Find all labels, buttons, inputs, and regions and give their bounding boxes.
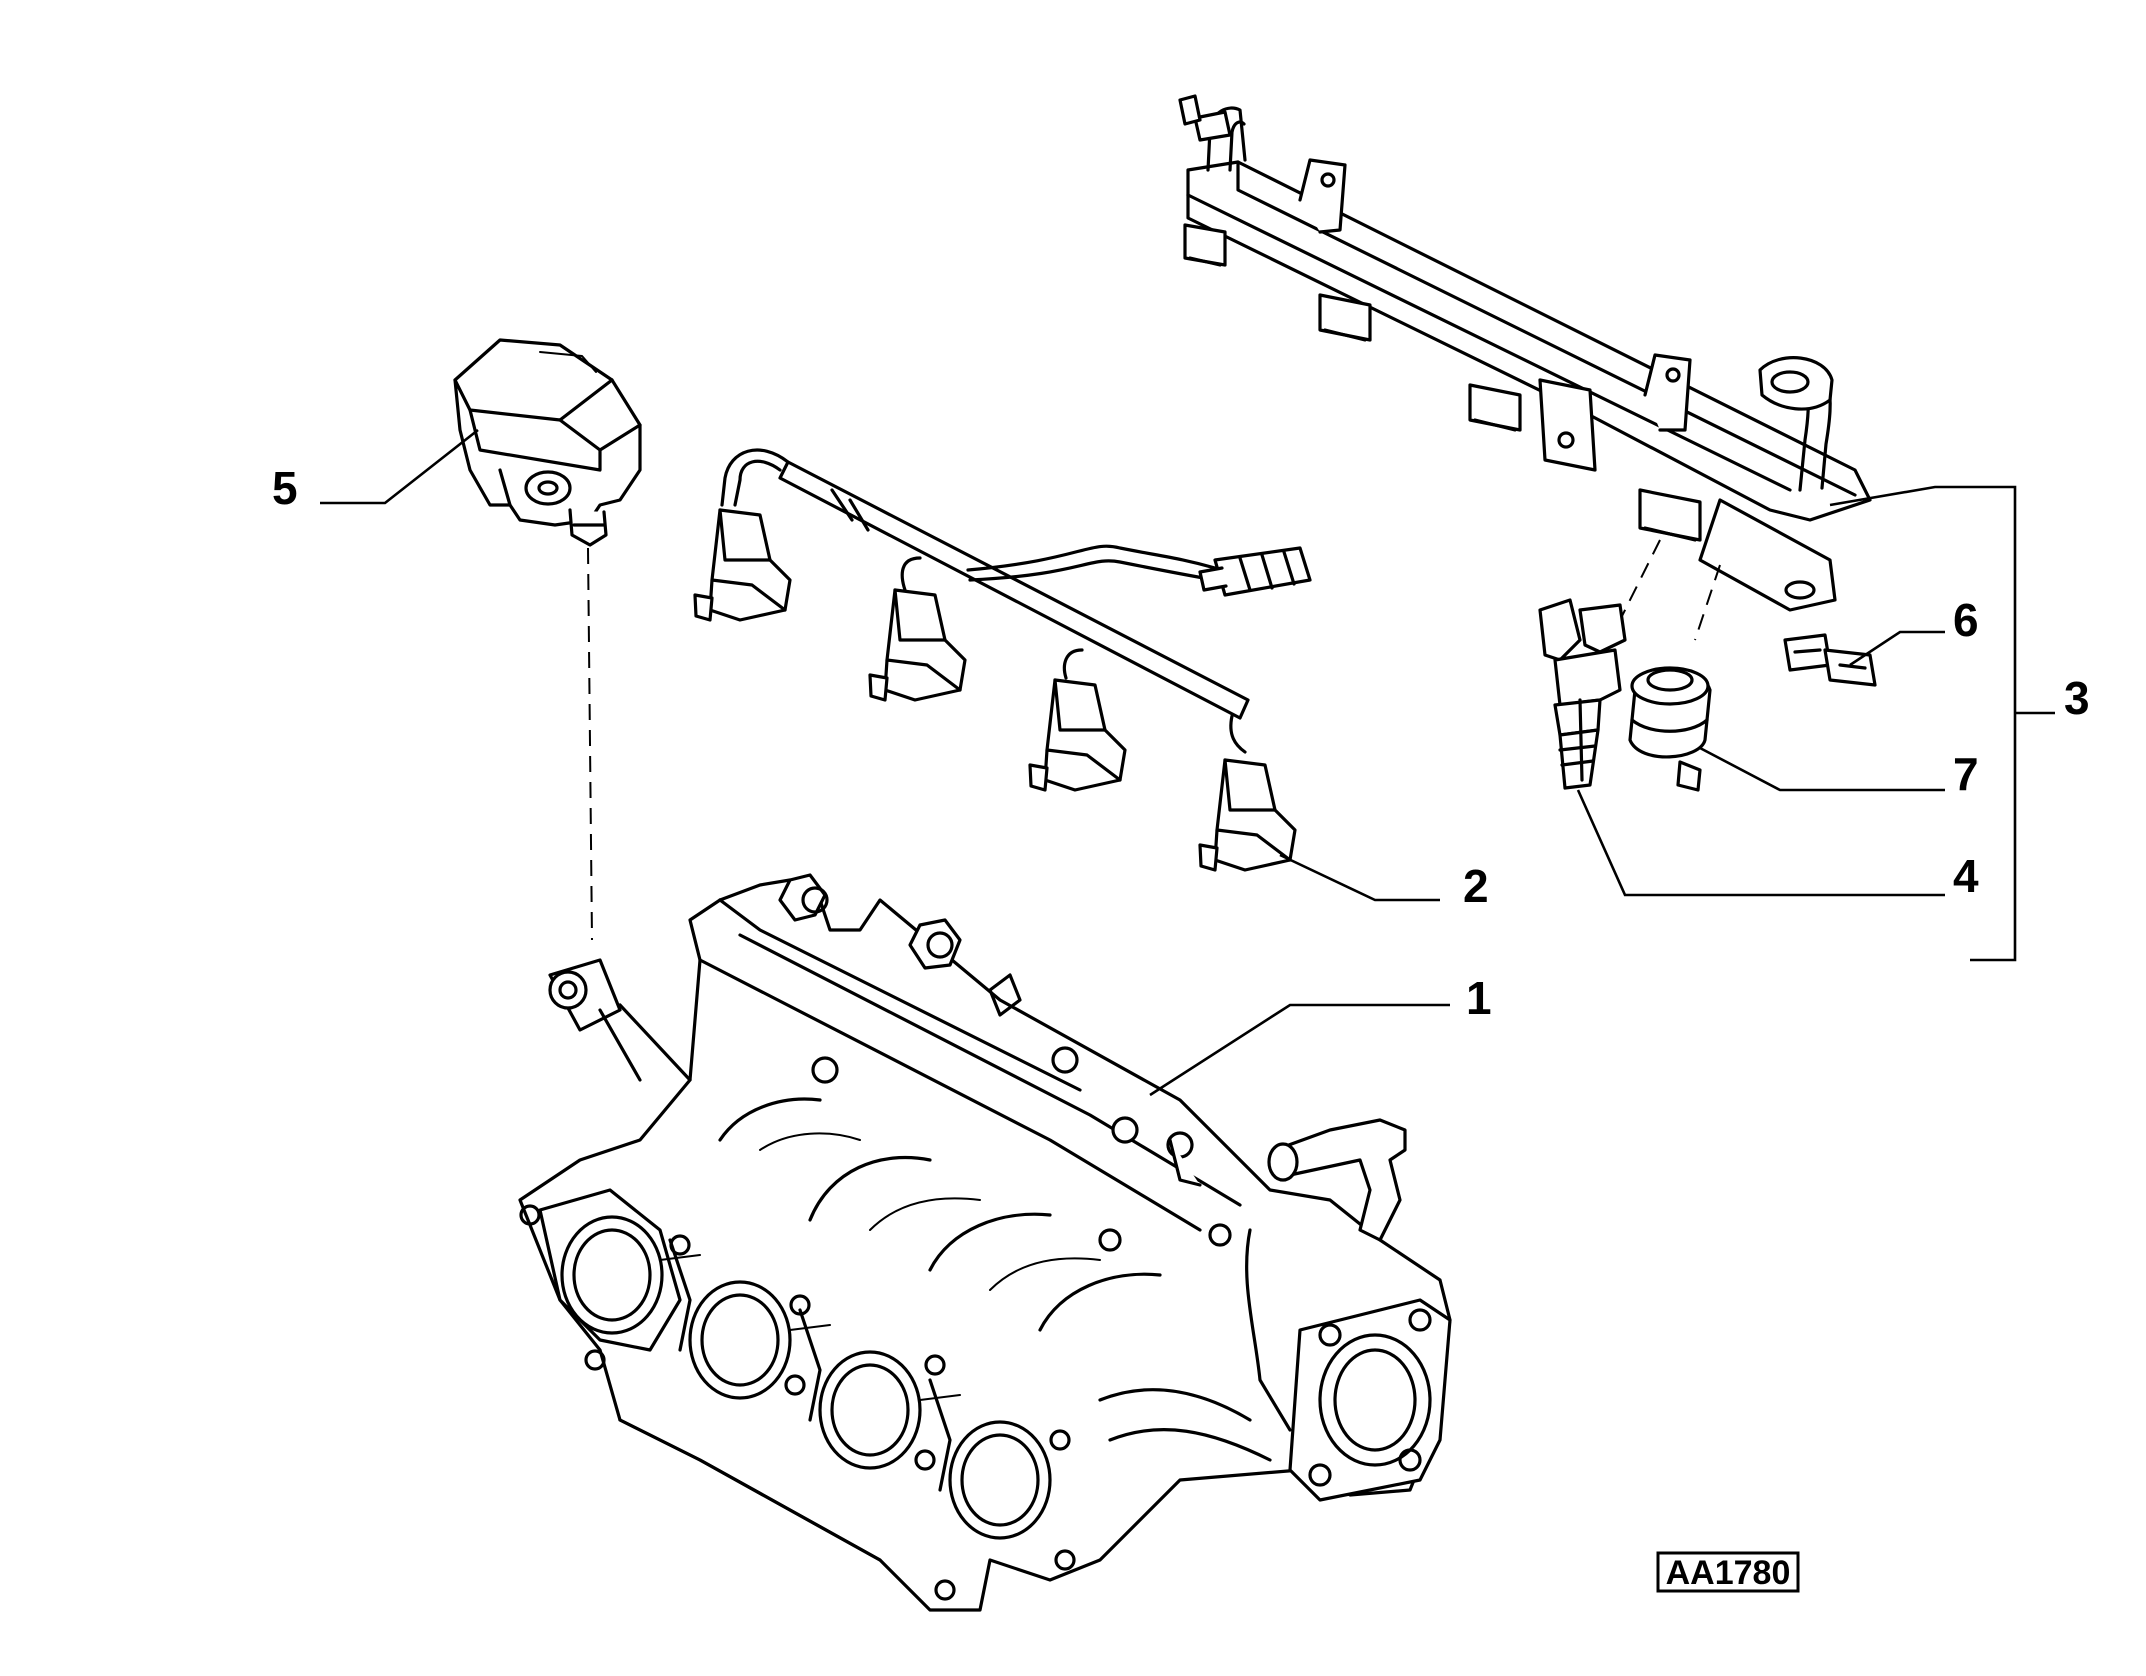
callout-3: 3 [2064, 672, 2090, 724]
leader-line-2 [1279, 853, 1440, 902]
callout-4: 4 [1953, 850, 1979, 902]
leader-line-5 [320, 428, 479, 505]
wiring-harness-part[interactable] [693, 448, 1312, 872]
leader-line-3 [1829, 485, 2055, 962]
reference-code: AA1780 [1666, 1554, 1791, 1592]
leader-line-4 [1576, 789, 1945, 897]
fuel-injector-part[interactable] [1538, 598, 1627, 790]
callout-2: 2 [1463, 860, 1489, 912]
callout-6: 6 [1953, 594, 1979, 646]
leader-line-7 [1699, 746, 1945, 792]
intake-manifold-part[interactable] [518, 873, 1452, 1612]
leader-line-1 [1149, 1003, 1450, 1097]
injector-clip-part[interactable] [1783, 633, 1877, 687]
map-sensor-dashed-guide [587, 547, 593, 941]
pressure-regulator-part[interactable] [1628, 666, 1712, 792]
map-sensor-part[interactable] [453, 338, 642, 547]
fuel-rail-part[interactable] [1178, 94, 1872, 612]
callout-5: 5 [272, 462, 298, 514]
leader-line-6 [1849, 630, 1945, 667]
regulator-dashed-guide [1694, 564, 1721, 641]
callout-1: 1 [1466, 972, 1492, 1024]
reference-code-box [1656, 1551, 1800, 1593]
callout-7: 7 [1953, 748, 1979, 800]
